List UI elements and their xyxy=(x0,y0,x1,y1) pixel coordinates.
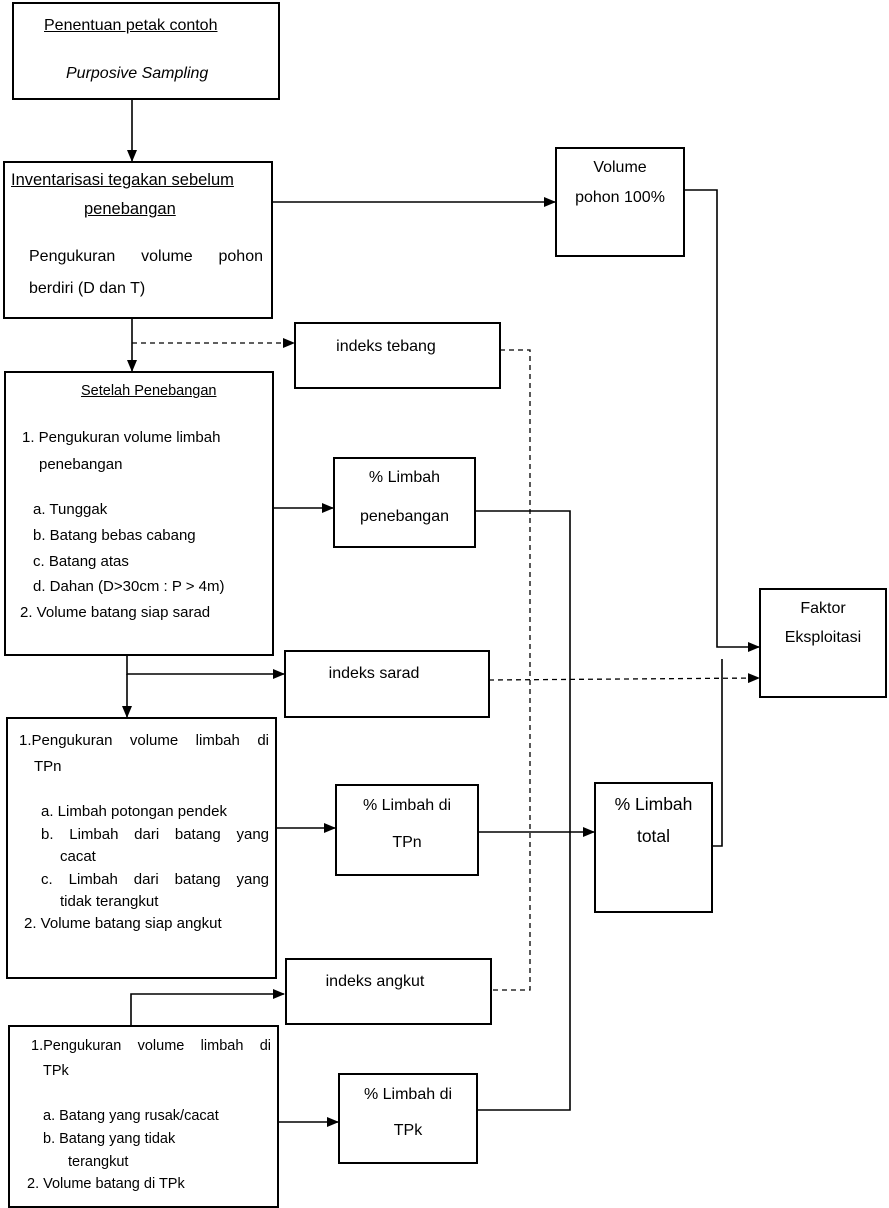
tpk-b-2: terangkut xyxy=(68,1154,129,1170)
limbah-total-line-1: % Limbah xyxy=(614,794,693,814)
limbah-penebangan-line-2: penebangan xyxy=(360,508,449,525)
limbah-tpk-line-2: TPk xyxy=(393,1122,423,1139)
tpk-item1-1: 1.Pengukuran volume limbah di xyxy=(31,1038,271,1054)
tpn-b-1: b. Limbah dari batang yang xyxy=(41,826,269,843)
tpk-item2: 2. Volume batang di TPk xyxy=(27,1176,185,1192)
arrow-box5-indeks-angkut xyxy=(130,989,285,1025)
after-felling-c: c. Batang atas xyxy=(33,553,129,570)
limbah-penebangan-line-1: % Limbah xyxy=(368,469,441,486)
sampling-subtitle: Purposive Sampling xyxy=(66,65,209,82)
line-volume-to-faktor xyxy=(684,189,760,652)
faktor-box: Faktor Eksploitasi xyxy=(759,588,887,698)
limbah-total-box: % Limbah total xyxy=(594,782,713,913)
after-felling-item2: 2. Volume batang siap sarad xyxy=(20,604,211,621)
limbah-tpk-box: % Limbah di TPk xyxy=(338,1073,478,1164)
sampling-title: Penentuan petak contoh xyxy=(44,17,218,34)
volume-line-2: pohon 100% xyxy=(575,189,665,206)
tpn-c-1: c. Limbah dari batang yang xyxy=(41,871,269,888)
tpk-item1-2: TPk xyxy=(43,1063,69,1079)
volume-box: Volume pohon 100% xyxy=(555,147,685,257)
tpn-measurement-box: 1.Pengukuran volume limbah di TPn a. Lim… xyxy=(6,717,277,979)
line-penebangan-to-total xyxy=(475,510,571,1111)
tpn-b-2: cacat xyxy=(60,848,96,865)
after-felling-d: d. Dahan (D>30cm : P > 4m) xyxy=(33,578,225,595)
faktor-line-2: Eksploitasi xyxy=(784,629,862,646)
after-felling-title: Setelah Penebangan xyxy=(81,383,217,399)
tpk-measurement-box: 1.Pengukuran volume limbah di TPk a. Bat… xyxy=(8,1025,279,1208)
after-felling-item1-2: penebangan xyxy=(39,456,123,473)
after-felling-box: Setelah Penebangan 1. Pengukuran volume … xyxy=(4,371,274,656)
inventory-title-1: Inventarisasi tegakan sebelum xyxy=(11,171,234,189)
indeks-tebang-box: indeks tebang xyxy=(294,322,501,389)
line-total-to-faktor xyxy=(712,659,723,847)
inventory-box: Inventarisasi tegakan sebelum penebangan… xyxy=(3,161,273,319)
sampling-box: Penentuan petak contoh Purposive Samplin… xyxy=(12,2,280,100)
indeks-angkut-label: indeks angkut xyxy=(325,973,425,990)
after-felling-b: b. Batang bebas cabang xyxy=(33,527,196,544)
limbah-tpk-line-1: % Limbah di xyxy=(363,1086,453,1103)
faktor-line-1: Faktor xyxy=(800,600,846,617)
indeks-tebang-label: indeks tebang xyxy=(336,338,436,355)
arrow-box3-indeks-sarad xyxy=(126,656,285,679)
tpn-c-2: tidak terangkut xyxy=(60,893,159,910)
tpn-item1-2: TPn xyxy=(34,758,62,775)
inventory-title-2: penebangan xyxy=(84,200,176,218)
tpn-item1-1: 1.Pengukuran volume limbah di xyxy=(19,732,269,749)
indeks-sarad-box: indeks sarad xyxy=(284,650,490,718)
tpn-item2: 2. Volume batang siap angkut xyxy=(24,915,222,932)
indeks-angkut-box: indeks angkut xyxy=(285,958,492,1025)
volume-line-1: Volume xyxy=(593,159,647,176)
limbah-tpn-line-2: TPn xyxy=(392,834,422,851)
dashed-arrow-sarad-faktor xyxy=(488,673,760,684)
after-felling-a: a. Tunggak xyxy=(33,501,108,518)
inventory-body-1: Pengukuran volume pohon xyxy=(29,248,263,265)
limbah-tpn-box: % Limbah di TPn xyxy=(335,784,479,876)
after-felling-item1-1: 1. Pengukuran volume limbah xyxy=(22,429,221,446)
limbah-tpn-line-1: % Limbah di xyxy=(362,797,452,814)
indeks-sarad-label: indeks sarad xyxy=(328,665,420,682)
tpk-b-1: b. Batang yang tidak xyxy=(43,1131,176,1147)
limbah-total-line-2: total xyxy=(636,826,671,846)
tpk-a: a. Batang yang rusak/cacat xyxy=(43,1108,219,1124)
dashed-line-tebang-angkut xyxy=(491,349,531,991)
tpn-a: a. Limbah potongan pendek xyxy=(41,803,227,820)
limbah-penebangan-box: % Limbah penebangan xyxy=(333,457,476,548)
inventory-body-2: berdiri (D dan T) xyxy=(29,280,146,297)
